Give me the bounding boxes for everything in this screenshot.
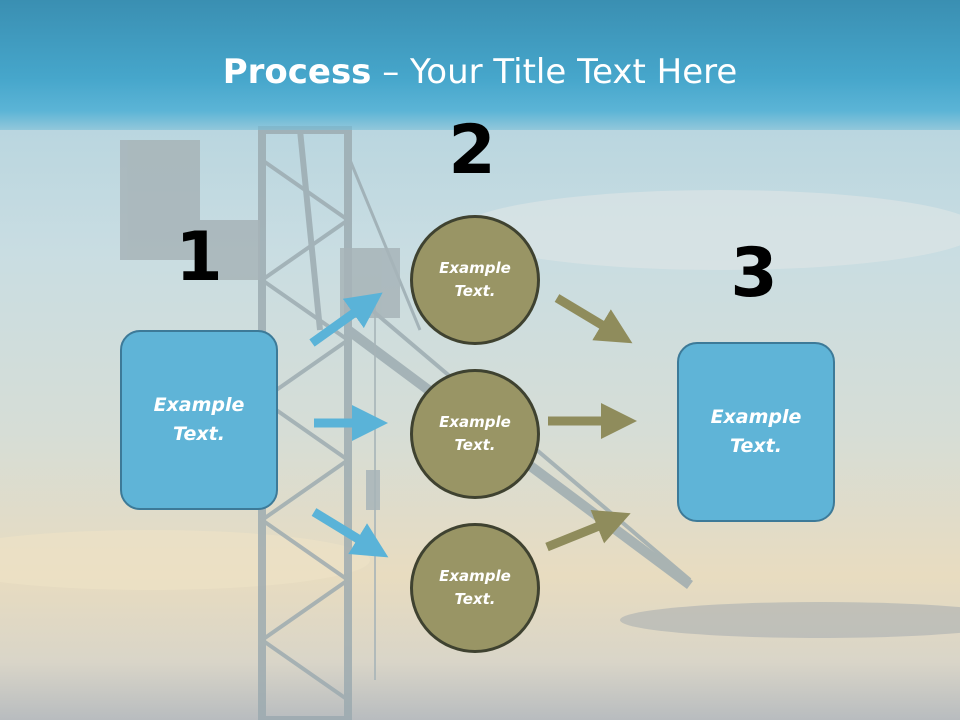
arrow-down-right — [311, 508, 389, 558]
circle-top-label: Example Text. — [439, 259, 511, 300]
arrow-up-right — [309, 292, 383, 347]
circle-top[interactable]: Example Text. — [410, 215, 540, 345]
step-number-3: 3 — [730, 234, 778, 313]
circle-middle-label: Example Text. — [439, 413, 511, 454]
circle-middle[interactable]: Example Text. — [410, 369, 540, 499]
title-bar — [0, 0, 960, 130]
step-number-1: 1 — [175, 218, 223, 297]
arrow-olive-down-right — [554, 294, 633, 344]
page-title: Process – Your Title Text Here — [0, 52, 960, 92]
step-number-2: 2 — [448, 111, 496, 190]
right-text-box[interactable]: Example Text. — [677, 342, 835, 522]
right-box-label: Example Text. — [710, 406, 802, 457]
title-bold: Process — [222, 52, 372, 92]
left-text-box[interactable]: Example Text. — [120, 330, 278, 510]
title-rest: – Your Title Text Here — [371, 52, 738, 92]
left-box-label: Example Text. — [153, 394, 245, 445]
circle-bottom[interactable]: Example Text. — [410, 523, 540, 653]
circle-bottom-label: Example Text. — [439, 567, 511, 608]
arrow-olive-up-right — [545, 510, 631, 552]
